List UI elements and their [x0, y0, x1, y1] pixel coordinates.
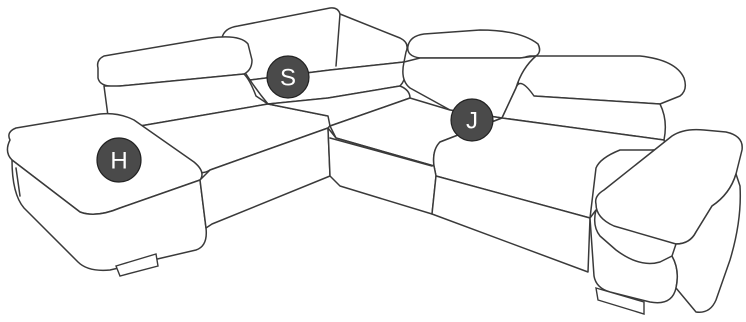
- right-headrest-1: [407, 29, 541, 59]
- marker-s-circle: [266, 55, 310, 99]
- corner-back-headrest: [221, 7, 408, 81]
- marker-s: S: [266, 55, 310, 99]
- marker-h: H: [96, 137, 142, 183]
- marker-j-circle: [450, 98, 494, 142]
- right-section-base: [431, 175, 591, 273]
- right-arm-front: [671, 173, 742, 313]
- chaise-base-edge: [15, 167, 21, 197]
- chaise-base: [11, 159, 208, 272]
- marker-s-label: S: [280, 65, 296, 92]
- seat-front-line-1: [329, 137, 433, 167]
- marker-h-circle: [96, 137, 142, 183]
- marker-j-label: J: [466, 108, 478, 135]
- marker-h-label: H: [110, 148, 127, 175]
- foot-right: [595, 287, 645, 315]
- corner-back-inner-line: [335, 13, 341, 67]
- marker-j: J: [450, 98, 494, 142]
- foot-left: [115, 253, 159, 277]
